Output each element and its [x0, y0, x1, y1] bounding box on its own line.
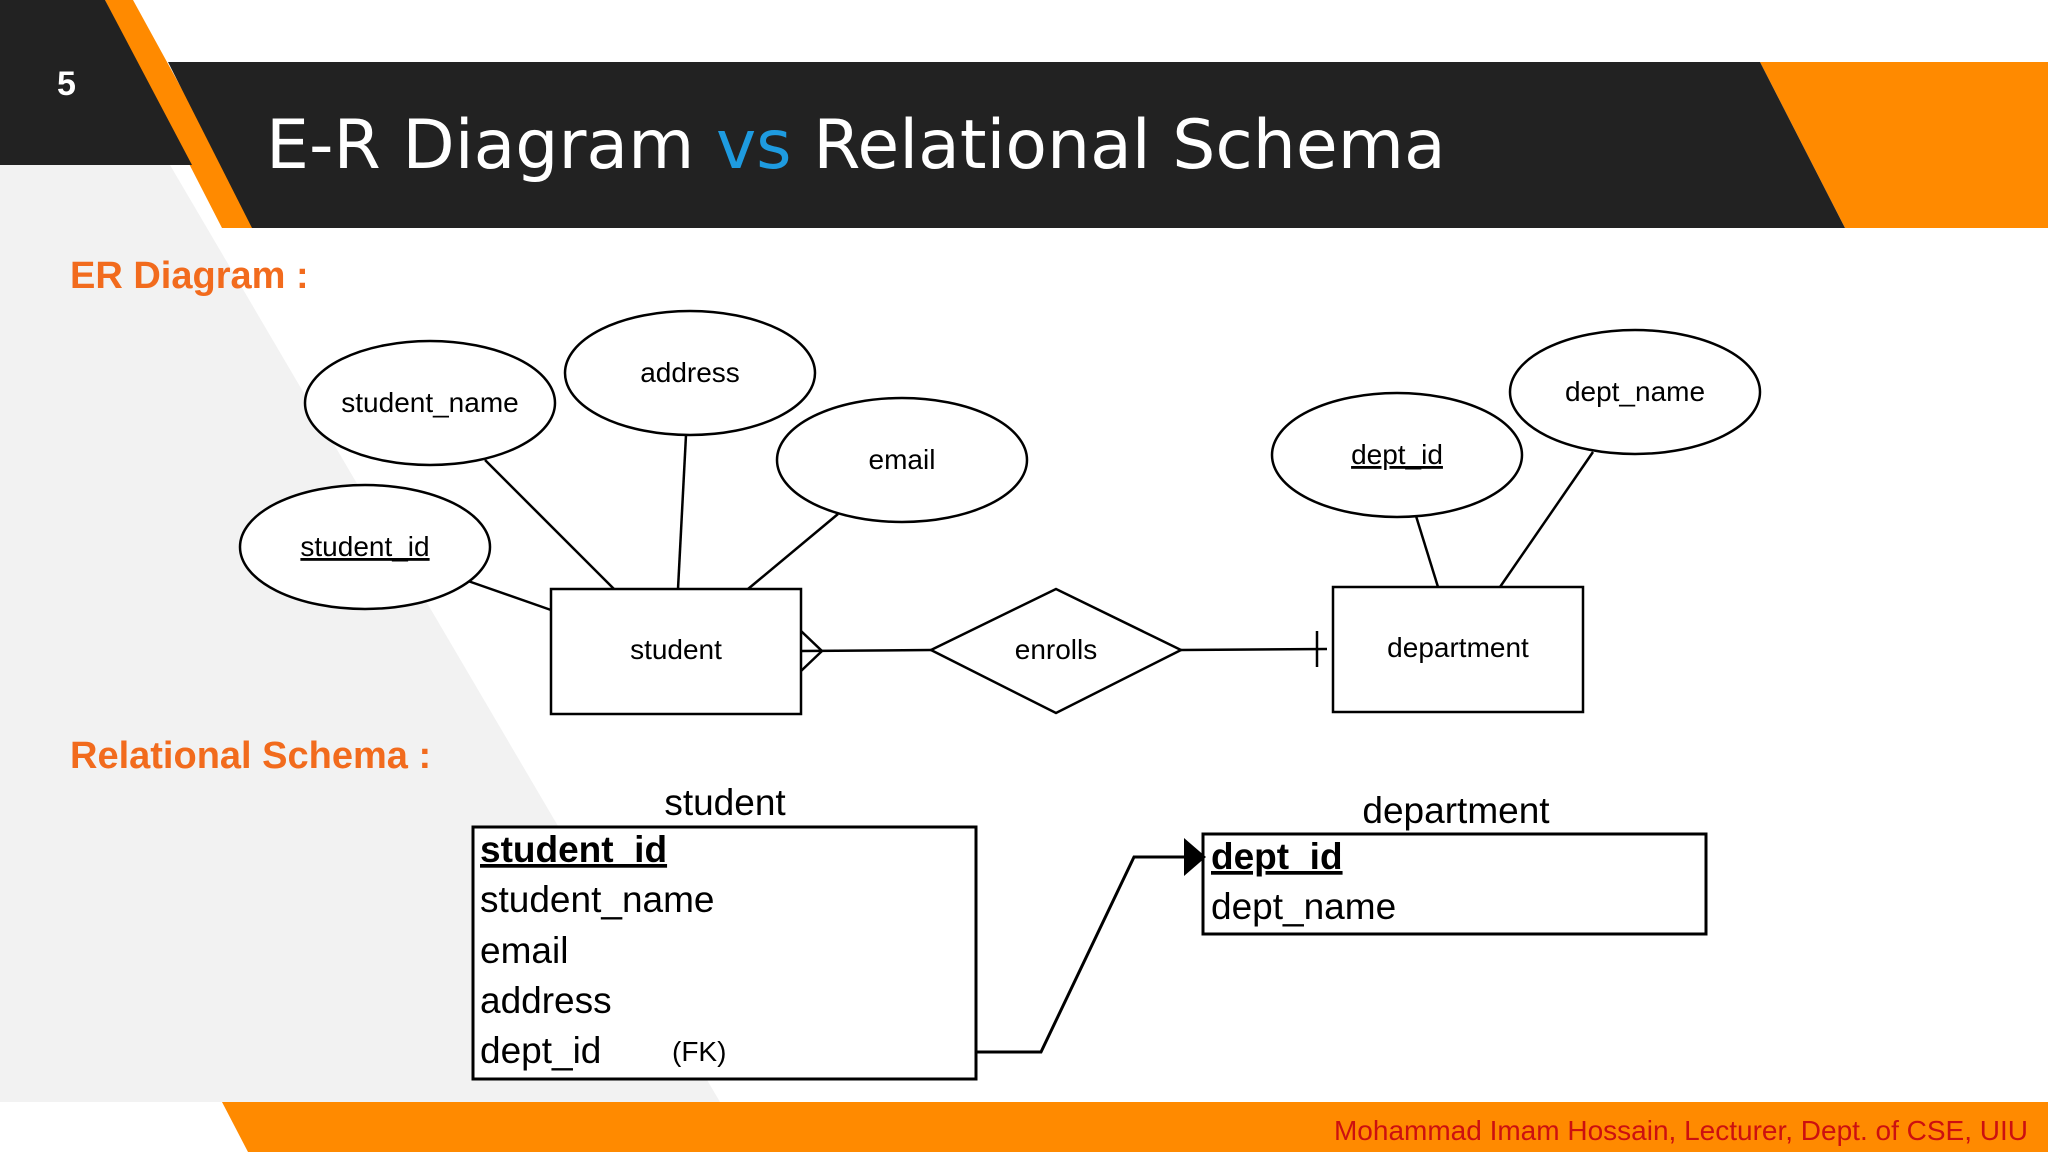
department-table-name: department: [1362, 790, 1550, 831]
relationship-label: enrolls: [1015, 634, 1097, 665]
department-table: department dept_id dept_name: [1201, 790, 1708, 936]
slide-title: E-R Diagram vs Relational Schema: [266, 106, 1446, 185]
foreign-key-arrow: [976, 838, 1206, 1054]
student-field: email: [480, 930, 568, 971]
attribute-dept-name: dept_name: [1508, 328, 1762, 456]
attribute-label-key: student_id: [300, 531, 429, 562]
attribute-dept-id: dept_id: [1270, 391, 1524, 519]
dark-number-block: [0, 0, 192, 165]
attribute-address: address: [563, 309, 817, 437]
slide-number: 5: [57, 65, 76, 103]
relational-schema-heading: Relational Schema :: [70, 735, 431, 777]
attribute-student-name: student_name: [303, 339, 557, 467]
er-connectors: [467, 434, 1595, 672]
attribute-student-id: student_id: [238, 483, 492, 611]
attribute-email: email: [775, 396, 1029, 524]
orange-top-left-stripe: [105, 0, 258, 228]
attribute-label: address: [640, 357, 740, 388]
entity-label: student: [630, 634, 722, 665]
title-part-2: Relational Schema: [792, 106, 1446, 185]
student-pk-field: student_id: [480, 829, 667, 870]
attribute-label: email: [869, 444, 936, 475]
entity-department: department: [1331, 585, 1585, 714]
dark-title-band: [168, 62, 1845, 228]
title-part-1: E-R Diagram: [266, 106, 716, 185]
attribute-label-key: dept_id: [1351, 439, 1443, 470]
fk-label: (FK): [672, 1036, 726, 1067]
student-table: student student_id student_name email ad…: [471, 782, 978, 1081]
student-field: student_name: [480, 879, 715, 920]
department-pk-field: dept_id: [1211, 836, 1343, 877]
department-field: dept_name: [1211, 886, 1396, 927]
er-diagram-heading: ER Diagram :: [70, 255, 309, 297]
attribute-label: student_name: [341, 387, 518, 418]
title-vs: vs: [716, 106, 792, 185]
entity-label: department: [1387, 632, 1529, 663]
entity-student: student: [549, 587, 803, 716]
student-field: address: [480, 980, 612, 1021]
orange-top-right-block: [1760, 62, 2048, 228]
relationship-enrolls: enrolls: [928, 587, 1184, 715]
student-field: dept_id: [480, 1030, 601, 1071]
orange-footer-band: [222, 1102, 2048, 1152]
attribute-label: dept_name: [1565, 376, 1705, 407]
arrowhead-icon: [1184, 838, 1206, 876]
footer-credit: Mohammad Imam Hossain, Lecturer, Dept. o…: [1334, 1115, 2028, 1146]
student-table-name: student: [664, 782, 786, 823]
